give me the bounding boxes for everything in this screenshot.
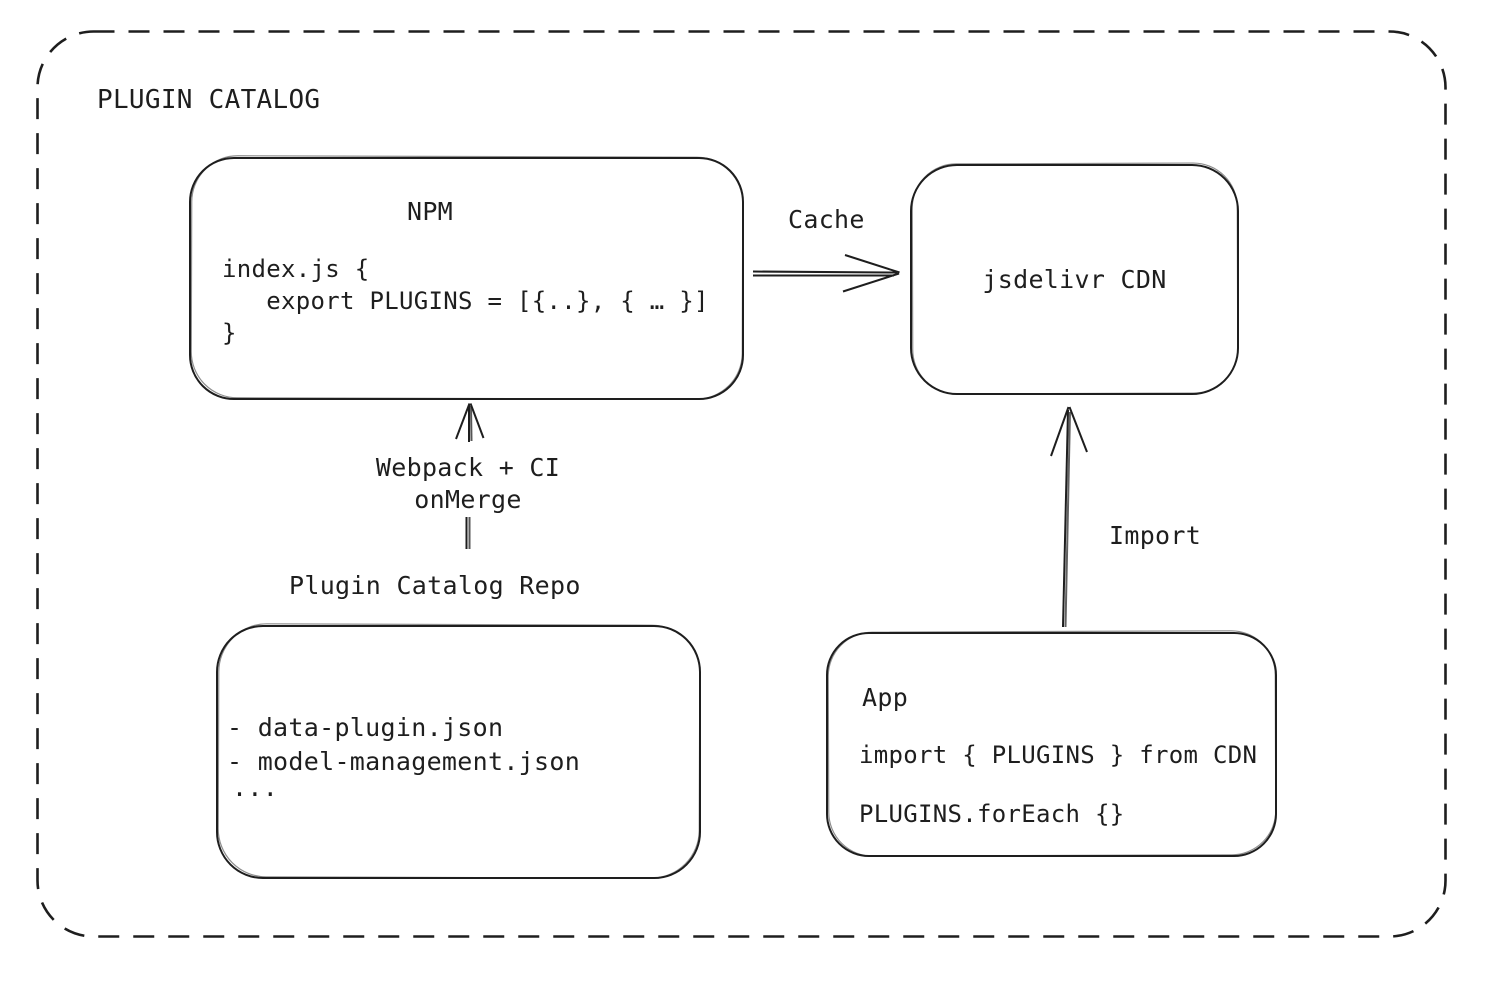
- import-arrow-shaft-b: [1064, 411, 1071, 628]
- npm-title: NPM: [406, 197, 454, 226]
- app-code-line-2: PLUGINS.forEach {}: [859, 800, 1125, 828]
- cdn-label: jsdelivr CDN: [982, 265, 1167, 294]
- repo-file-item-3: ...: [232, 773, 279, 802]
- plugin-catalog-frame: [36, 30, 1447, 938]
- cache-arrow-head-upper: [844, 254, 900, 274]
- repo-file-item-2: - model-management.json: [227, 747, 581, 776]
- cache-arrow-head-lower: [842, 272, 900, 293]
- npm-code-line-2: export PLUGINS = [{..}, { … }]: [222, 287, 709, 315]
- build-arrow-head-right: [469, 403, 485, 439]
- import-arrow-head-right: [1068, 406, 1088, 453]
- repo-box-sketch-echo: [217, 623, 701, 879]
- build-edge-label-line-2: onMerge: [414, 485, 522, 514]
- import-arrow-shaft-a: [1062, 409, 1069, 628]
- frame-title: PLUGIN CATALOG: [97, 85, 321, 115]
- app-code-line-1: import { PLUGINS } from CDN: [859, 741, 1258, 769]
- import-arrow: [1050, 406, 1088, 628]
- import-arrow-head-left: [1050, 406, 1070, 457]
- npm-code-line-1: index.js {: [222, 255, 370, 283]
- build-arrow: [455, 403, 485, 549]
- import-edge-label: Import: [1109, 521, 1202, 550]
- cache-arrow: [752, 254, 900, 293]
- repo-file-item-1: - data-plugin.json: [227, 713, 504, 742]
- build-arrow-shaft-b: [470, 405, 473, 442]
- app-box-sketch-echo: [827, 630, 1277, 857]
- cache-arrow-shaft-top: [752, 270, 898, 274]
- cache-edge-label: Cache: [788, 205, 865, 234]
- cdn-box-sketch-echo: [911, 162, 1239, 395]
- build-arrow-head-left: [455, 403, 471, 440]
- build-edge-label-line-1: Webpack + CI: [375, 453, 561, 482]
- npm-box-sketch-echo: [190, 155, 744, 400]
- app-title: App: [862, 683, 909, 712]
- npm-code-line-3: }: [222, 319, 237, 347]
- repo-label: Plugin Catalog Repo: [289, 571, 581, 600]
